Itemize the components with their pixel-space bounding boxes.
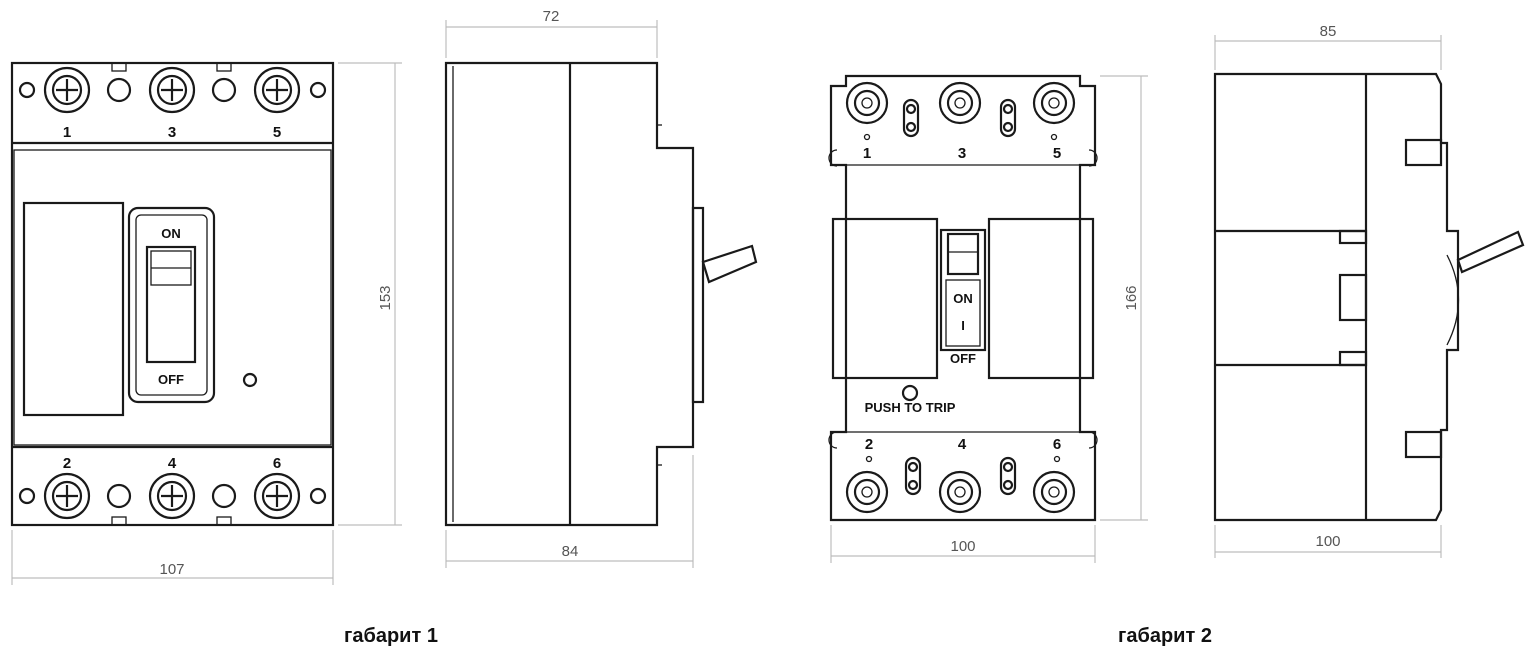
terminal-label-6: 6 [273,455,281,472]
bottom-terminals [828,431,1098,514]
terminal-screw-3-icon [148,66,196,114]
switch-on-label: ON [161,226,181,241]
terminal-screw-2-icon [845,470,889,514]
test-button-icon [242,372,258,388]
top-terminals [18,62,327,114]
terminal-label-5: 5 [273,124,281,141]
toggle-lever [946,232,980,276]
push-to-trip-label: PUSH TO TRIP [865,400,956,415]
caption-variant-1: габарит 1 [344,625,438,647]
toggle-handle [701,244,758,284]
breaker-1-side-view [444,61,758,527]
switch-i-label: I [961,318,965,333]
label-window-left [831,217,939,380]
label-window [22,201,125,417]
dimension-width-100: 100 [950,538,975,555]
separator-pin-icon [999,456,1017,496]
breaker-1-dimensions: 107 153 [11,62,402,585]
toggle-switch [939,228,987,352]
corner-screw-icon [309,81,327,99]
dimension-height-166: 166 [1123,285,1140,310]
corner-screw-icon [18,81,36,99]
bottom-terminals [18,472,327,526]
mount-hole-icon [106,77,132,103]
terminal-screw-4-icon [148,472,196,520]
terminal-label-5: 5 [1053,145,1061,162]
terminal-screw-2-icon [43,472,91,520]
caption-variant-2: габарит 2 [1118,625,1212,647]
terminal-label-2: 2 [865,436,873,453]
terminal-label-6: 6 [1053,436,1061,453]
terminal-label-4: 4 [958,436,967,453]
mount-hole-icon [211,483,237,509]
breaker-1-front-view: 1 3 5 ON OFF 2 4 6 [10,61,335,527]
terminal-screw-6-icon [253,472,301,520]
corner-screw-icon [18,487,36,505]
terminal-screw-3-icon [938,81,982,125]
breaker-2-dimensions: 100 166 [830,75,1148,563]
terminal-label-1: 1 [63,124,71,141]
terminal-screw-4-icon [938,470,982,514]
toggle-handle [1456,230,1525,274]
mount-hole-icon [106,483,132,509]
dimension-depth-85: 85 [1320,23,1337,40]
dimension-width-107: 107 [159,561,184,578]
corner-screw-icon [309,487,327,505]
toggle-frame [127,206,216,404]
label-window-right [987,217,1095,380]
toggle-lever [145,245,197,364]
terminal-screw-5-icon [1032,81,1076,125]
switch-off-label: OFF [158,372,184,387]
separator-pin-icon [999,98,1017,138]
switch-off-label: OFF [950,351,976,366]
mount-hole-icon [211,77,237,103]
separator-pin-icon [902,98,920,138]
terminal-screw-1-icon [43,66,91,114]
terminal-screw-1-icon [845,81,889,125]
terminal-label-1: 1 [863,145,871,162]
terminal-label-2: 2 [63,455,71,472]
terminal-label-3: 3 [958,145,966,162]
breaker-1-side-dimensions: 72 84 [445,8,694,568]
terminal-screw-6-icon [1032,470,1076,514]
dimension-depth-72: 72 [543,8,560,25]
push-to-trip-button-icon [901,384,919,402]
dimension-depth-100: 100 [1315,533,1340,550]
dimension-height-153: 153 [377,285,394,310]
switch-on-label: ON [953,291,973,306]
breaker-2-side-dimensions: 85 100 [1214,23,1442,558]
terminal-label-3: 3 [168,124,176,141]
top-terminals [828,81,1098,167]
terminal-screw-5-icon [253,66,301,114]
separator-pin-icon [904,456,922,496]
dimension-depth-84: 84 [562,543,579,560]
terminal-label-4: 4 [168,455,177,472]
breaker-2-front-view: 1 3 5 ON I OFF PUSH TO TRIP 2 4 6 [828,74,1098,522]
breaker-2-side-view [1213,72,1525,522]
